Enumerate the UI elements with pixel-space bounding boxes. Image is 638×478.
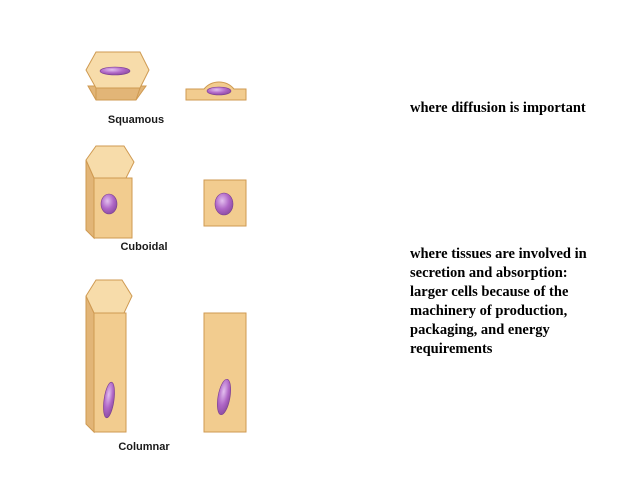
- squamous-nucleus: [99, 66, 131, 76]
- columnar-note-line: where tissues are involved in: [410, 246, 587, 262]
- columnar-note-line: secretion and absorption:: [410, 265, 568, 281]
- columnar-label: Columnar: [118, 441, 170, 453]
- squamous-cell-3d: [85, 51, 150, 101]
- columnar-cell-section: [203, 312, 247, 433]
- columnar-nucleus: [103, 381, 115, 419]
- squamous-cell-section: [185, 81, 247, 101]
- columnar-cell-3d: [85, 279, 133, 434]
- cuboidal-cell-section: [203, 179, 247, 227]
- squamous-note: where diffusion is important: [410, 100, 586, 116]
- cuboidal-label: Cuboidal: [120, 241, 167, 253]
- cuboidal-nucleus: [100, 193, 118, 215]
- columnar-section-nucleus: [217, 378, 231, 416]
- columnar-note-line: larger cells because of the: [410, 284, 569, 300]
- columnar-note-line: packaging, and energy: [410, 322, 550, 338]
- cuboidal-cell-3d: [85, 145, 135, 240]
- squamous-section-nucleus: [206, 86, 232, 96]
- columnar-note-line: machinery of production,: [410, 303, 568, 319]
- squamous-label: Squamous: [108, 114, 164, 126]
- columnar-note-line: requirements: [410, 341, 493, 357]
- columnar-note: where tissues are involved in secretion …: [410, 245, 628, 359]
- cuboidal-section-nucleus: [214, 192, 234, 216]
